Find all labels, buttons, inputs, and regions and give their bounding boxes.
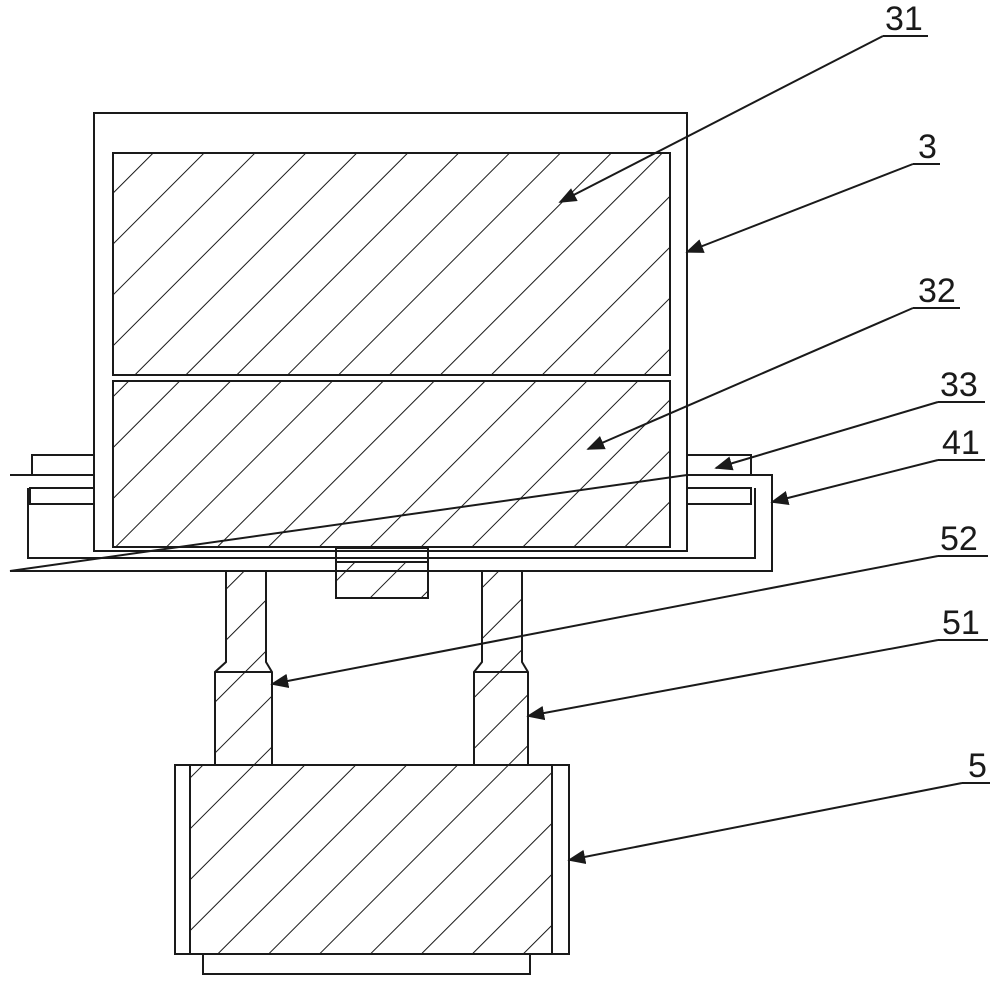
label-41: 41 <box>942 424 980 462</box>
label-32: 32 <box>918 272 956 310</box>
leader-3 <box>685 163 914 253</box>
leader-51 <box>526 639 939 721</box>
callout-3: 3 <box>913 128 940 166</box>
label-31: 31 <box>885 0 923 38</box>
callout-31: 31 <box>883 0 928 38</box>
callout-33: 33 <box>938 366 985 404</box>
callout-51: 51 <box>938 604 988 642</box>
label-5: 5 <box>968 747 987 785</box>
label-3: 3 <box>918 128 937 166</box>
leader-52 <box>270 555 939 689</box>
callout-41: 41 <box>938 424 985 462</box>
housing-3 <box>93 112 688 552</box>
leader-lines <box>270 35 963 864</box>
base-5 <box>174 764 570 975</box>
callout-5: 5 <box>962 747 990 785</box>
callout-52: 52 <box>938 520 988 558</box>
leader-33 <box>714 401 939 471</box>
rod-right <box>473 571 529 765</box>
center-connector <box>335 547 429 599</box>
label-51: 51 <box>942 604 980 642</box>
flange-33 <box>31 454 752 476</box>
leader-32 <box>586 307 914 450</box>
rod-left <box>214 571 273 765</box>
leader-5 <box>567 782 963 864</box>
callout-32: 32 <box>913 272 960 310</box>
leader-31 <box>558 35 884 203</box>
label-33: 33 <box>940 366 978 404</box>
block-31 <box>112 152 671 376</box>
block-32 <box>112 380 671 548</box>
leader-41 <box>770 459 939 506</box>
label-52: 52 <box>940 520 978 558</box>
